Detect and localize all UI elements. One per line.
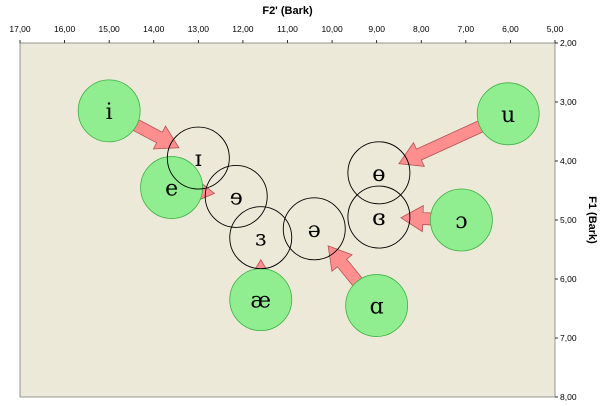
x-tick-label: 13,00 (188, 24, 210, 34)
y-tick-label: 2,00 (560, 38, 577, 48)
x-tick-label: 5,00 (547, 24, 564, 34)
vowel-circle (347, 185, 411, 249)
x-tick-label: 8,00 (413, 24, 430, 34)
y-axis: 2,00 3,00 4,00 5,00 6,00 7,00 8,00 (555, 38, 577, 402)
vowel-circle (345, 274, 409, 337)
vowel-circle (229, 206, 293, 270)
y-tick-label: 8,00 (560, 392, 577, 402)
x-axis-title: F2' (Bark) (262, 5, 313, 17)
x-tick-label: 11,00 (277, 24, 298, 34)
vowel-circle (140, 156, 203, 219)
vowel-label: ɔ (455, 209, 467, 234)
x-tick-label: 15,00 (99, 24, 121, 34)
x-tick-label: 12,00 (232, 24, 254, 34)
x-tick-label: 10,00 (321, 24, 343, 34)
vowel-label: u (501, 103, 515, 128)
vowel-label: ɵ (372, 162, 385, 187)
vowel-label: ɑ (370, 295, 384, 320)
vowel-circle (429, 188, 493, 252)
vowel-label: ɞ (372, 206, 386, 231)
vowel-circle (347, 141, 411, 205)
points-layer: i e æ ɑ ɔ u ɪ ɘɜ ə ɵɞ (77, 79, 540, 337)
x-tick-label: 6,00 (502, 24, 519, 34)
vowel-label: æ (250, 289, 271, 314)
y-tick-label: 5,00 (560, 215, 577, 225)
vowel-label: ɜ (255, 227, 266, 252)
x-tick-label: 17,00 (9, 24, 31, 34)
vowel-circle (476, 82, 540, 146)
vowel-label: ɪ (195, 147, 202, 172)
x-tick-label: 14,00 (143, 24, 165, 34)
y-tick-label: 7,00 (560, 333, 577, 343)
vowel-circle (77, 79, 141, 143)
y-axis-title: F1 (Bark) (586, 196, 598, 244)
vowel-circle (204, 164, 268, 228)
x-tick-label: 16,00 (54, 24, 76, 34)
vowel-circle (282, 197, 346, 261)
x-axis: 17,00 16,00 15,00 14,00 13,00 12,00 11,00 10,00… (9, 24, 564, 43)
vowel-label: e (165, 177, 178, 202)
y-tick-label: 6,00 (560, 274, 577, 284)
vowel-label: ə (308, 218, 321, 243)
vowel-label: i (106, 100, 113, 125)
x-tick-label: 9,00 (368, 24, 385, 34)
vowel-circle (166, 126, 230, 190)
vowel-label: ɘ (230, 185, 243, 210)
x-tick-label: 7,00 (458, 24, 475, 34)
y-tick-label: 4,00 (560, 156, 577, 166)
y-tick-label: 3,00 (560, 97, 577, 107)
